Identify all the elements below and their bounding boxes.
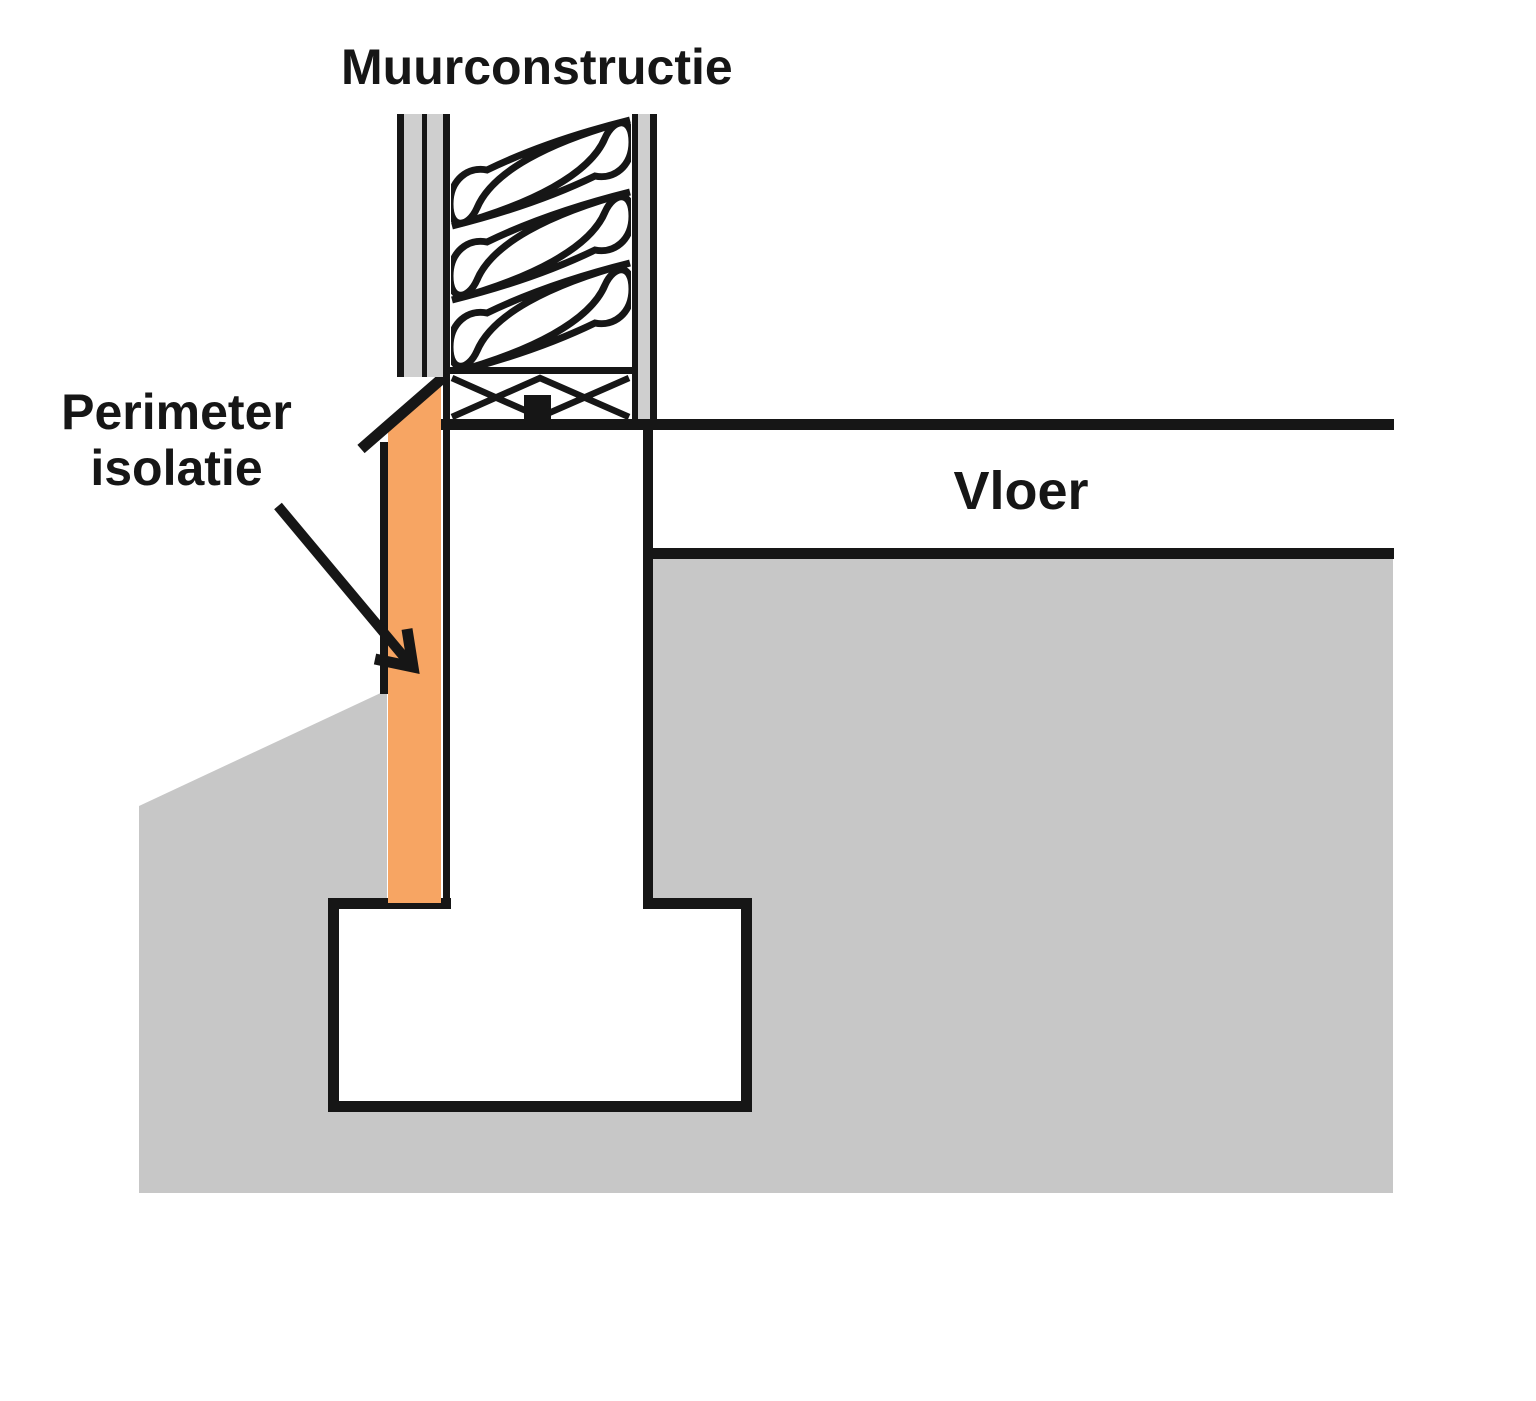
floor-top-line	[441, 419, 1394, 430]
foundation-wall	[443, 114, 653, 907]
wall-section	[397, 114, 657, 424]
perimeter-strip-top-cap	[357, 370, 450, 454]
wall-sill-band	[450, 367, 632, 421]
wall-construction-label: Muurconstructie	[341, 39, 733, 95]
floor-bottom-line	[643, 548, 1394, 559]
foundation-footing	[328, 896, 752, 1112]
soil-ground	[139, 559, 1393, 1193]
perimeter-insulation-label-line1: Perimeter	[61, 384, 292, 440]
foundation-wall-left-line	[443, 114, 450, 907]
insulation-batts	[451, 116, 631, 370]
anchor-block	[524, 395, 551, 419]
wall-left-leaf	[397, 114, 443, 377]
perimeter-insulation-label-line2: isolatie	[90, 440, 263, 496]
foundation-wall-right-line	[643, 424, 653, 907]
footing-wall-junction	[451, 896, 643, 914]
floor-slab	[441, 419, 1394, 559]
annotation-arrow	[274, 502, 420, 675]
floor-label: Vloer	[953, 461, 1089, 521]
perimeter-strip-left-line	[380, 442, 388, 694]
arrowhead	[373, 628, 420, 675]
wall-right-leaf	[632, 114, 657, 424]
perimeter-insulation-label: Perimeter isolatie	[36, 384, 317, 496]
